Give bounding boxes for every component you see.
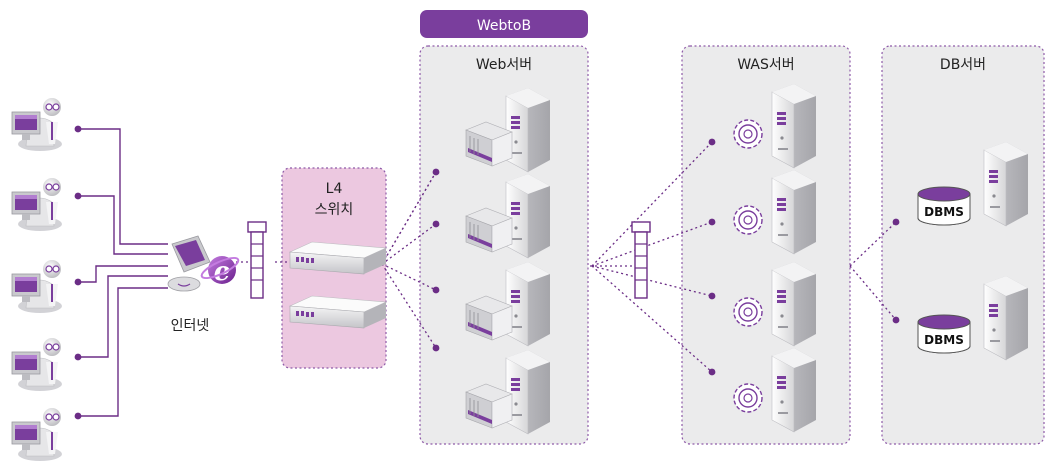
web-server-label: Web서버 (476, 57, 532, 73)
svg-text:e: e (214, 257, 231, 287)
client-connection-dots (74, 125, 82, 420)
user-computer-icon (11, 177, 63, 232)
client-connection-lines (78, 128, 168, 417)
connector-icon (247, 221, 267, 299)
dbms-label: DBMS (924, 333, 964, 347)
l4-label-line2: 스위치 (315, 202, 354, 218)
user-computer-icon (11, 97, 63, 152)
dbms-label: DBMS (924, 205, 964, 219)
internet-explorer-icon: e (167, 235, 240, 292)
connector-icon (631, 221, 651, 299)
l4-switch-icon (289, 295, 387, 329)
webtob-badge: WebtoB (420, 10, 588, 38)
user-computer-icon (11, 259, 63, 314)
db-server-label: DB서버 (940, 57, 986, 73)
db-server-zone: DB서버 (881, 45, 1045, 445)
was-server-zone: WAS서버 (681, 45, 851, 445)
webtob-label: WebtoB (477, 18, 531, 34)
was-server-label: WAS서버 (737, 57, 794, 73)
db-server-icon: DBMS (917, 276, 1028, 360)
user-computer-icon (11, 407, 63, 462)
user-computer-icon (11, 337, 63, 392)
db-server-icon: DBMS (917, 142, 1028, 226)
l4-switch-icon (289, 241, 387, 275)
l4-label-line1: L4 (326, 181, 343, 197)
internet-label: 인터넷 (171, 318, 210, 334)
network-line-dots (432, 138, 900, 376)
